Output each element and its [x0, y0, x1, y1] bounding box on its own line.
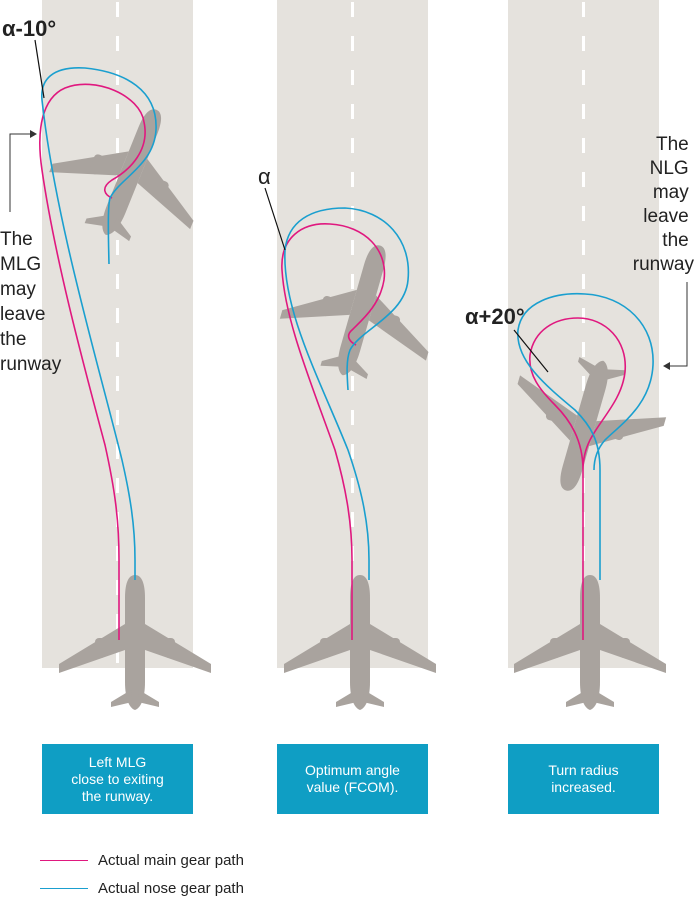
main-gear-path-2	[281, 223, 386, 640]
note-1-line: The	[0, 229, 33, 250]
note-1-line: runway	[0, 354, 62, 375]
angle-label-3: α+20°	[465, 304, 525, 329]
note-1-line: MLG	[0, 254, 41, 275]
panel-3: α+20° The NLG may leave the runway	[465, 0, 694, 710]
main-gear-path-3	[529, 317, 626, 640]
caption-1: Left MLG close to exiting the runway.	[42, 744, 193, 814]
note-1-line: leave	[0, 304, 45, 325]
angle-leader-3	[513, 329, 549, 373]
note-3-line: NLG	[650, 158, 689, 179]
legend-swatch-nose-gear	[40, 887, 88, 889]
note-3-line: The	[656, 134, 689, 155]
legend-swatch-main-gear	[40, 859, 88, 861]
legend: Actual main gear path Actual nose gear p…	[40, 846, 244, 902]
legend-item-nose-gear: Actual nose gear path	[40, 874, 244, 902]
note-1-line: the	[0, 329, 26, 350]
note-3-line: the	[662, 230, 688, 251]
caption-2: Optimum angle value (FCOM).	[277, 744, 428, 814]
note-arrow-3	[664, 282, 688, 367]
runway-1	[42, 0, 193, 668]
panel-1: α-10° The MLG may leave the runway	[0, 0, 227, 710]
angle-leader-2	[264, 187, 286, 251]
note-arrow-1	[9, 133, 36, 212]
note-3-line: may	[653, 182, 689, 203]
note-arrowhead-1	[30, 130, 37, 138]
panel-2: α	[258, 0, 453, 710]
legend-item-main-gear: Actual main gear path	[40, 846, 244, 874]
note-3: The NLG may leave the runway	[633, 134, 695, 275]
note-1-line: may	[0, 279, 36, 300]
note-3-line: leave	[643, 206, 688, 227]
caption-3: Turn radius increased.	[508, 744, 659, 814]
angle-leader-1	[34, 39, 45, 99]
note-1: The MLG may leave the runway	[0, 229, 62, 375]
note-3-line: runway	[633, 254, 695, 275]
nose-gear-path-3	[517, 292, 654, 580]
note-arrowhead-3	[663, 362, 670, 370]
legend-label-main-gear: Actual main gear path	[98, 851, 244, 869]
angle-label-1: α-10°	[2, 16, 56, 41]
angle-label-2: α	[258, 164, 271, 189]
legend-label-nose-gear: Actual nose gear path	[98, 879, 244, 897]
nose-gear-path-1	[41, 67, 157, 580]
nose-gear-path-2	[284, 207, 410, 580]
